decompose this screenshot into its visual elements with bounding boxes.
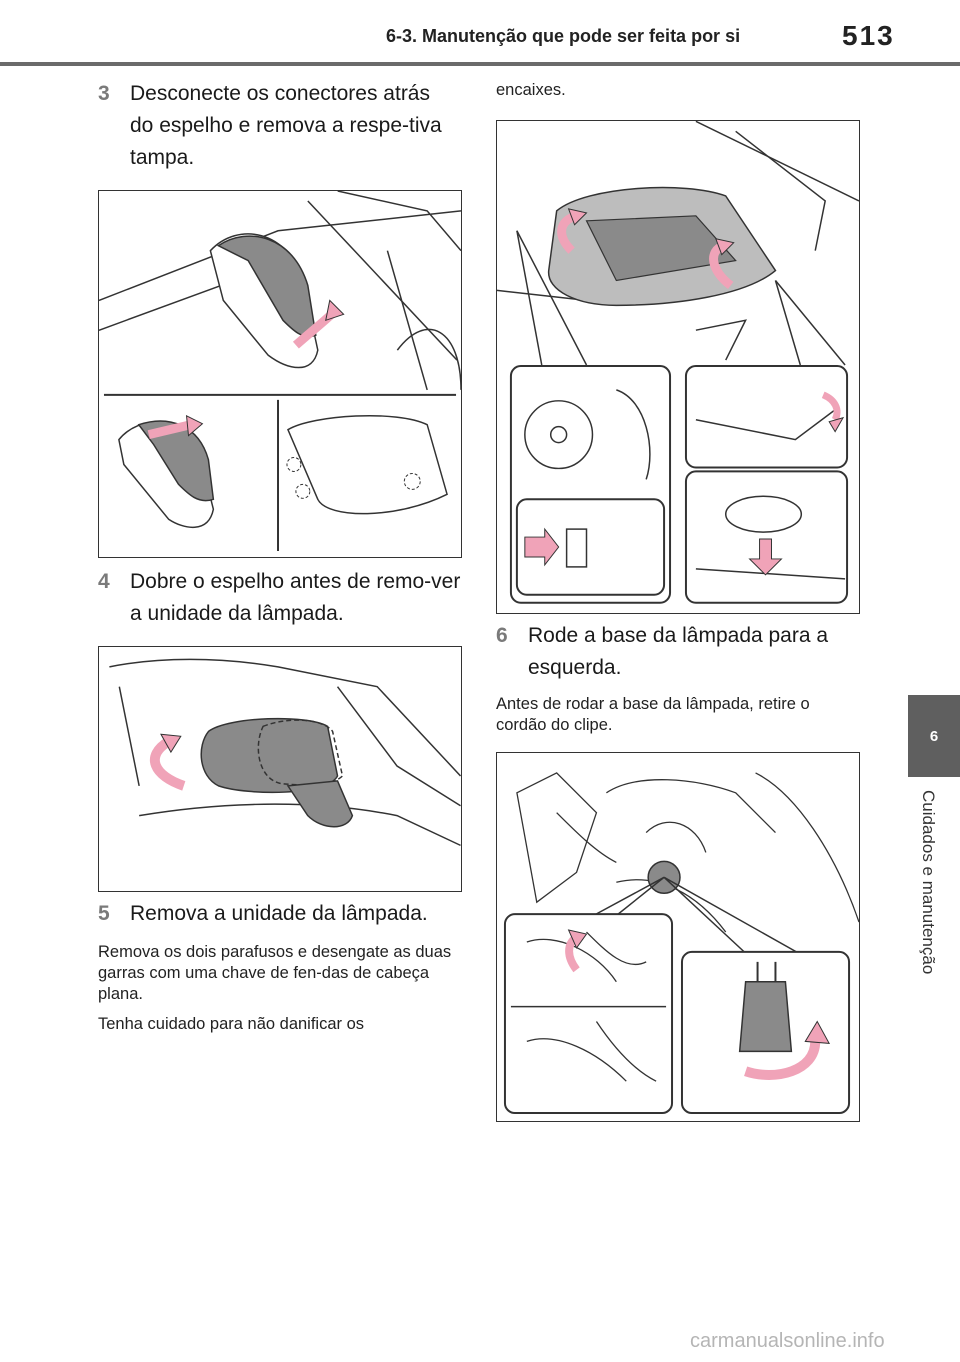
header-divider [0, 62, 960, 66]
step-6: 6 Rode a base da lâmpada para a esquerda… [496, 620, 860, 684]
step-number: 4 [98, 570, 110, 593]
step-3: 3 Desconecte os conectores atrás do espe… [98, 78, 458, 174]
step-text: Rode a base da lâmpada para a esquerda. [528, 624, 829, 679]
mirror-cover-illustration [99, 191, 461, 552]
section-title: 6-3. Manutenção que pode ser feita por s… [386, 26, 741, 46]
step6-note: Antes de rodar a base da lâmpada, retire… [496, 695, 810, 734]
step-4: 4 Dobre o espelho antes de remo-ver a un… [98, 566, 462, 630]
step-number: 6 [496, 624, 508, 647]
step-text: Dobre o espelho antes de remo-ver a unid… [130, 570, 461, 625]
figure-mirror-cover [98, 190, 462, 558]
figure-fold-mirror [98, 646, 462, 892]
step-5: 5 Remova a unidade da lâmpada. [98, 898, 462, 930]
step-number: 3 [98, 82, 110, 105]
step-text: Desconecte os conectores atrás do espelh… [130, 82, 442, 169]
step5-note-caution: Tenha cuidado para não danificar os [98, 1015, 365, 1033]
lamp-unit-illustration [497, 121, 859, 604]
figure-remove-lamp-unit [496, 120, 860, 614]
step-number: 5 [98, 902, 110, 925]
chapter-tab: 6 [908, 695, 960, 777]
step5-note-tools: Remova os dois parafusos e desengate as … [98, 943, 452, 1003]
fold-mirror-illustration [109, 658, 461, 847]
chapter-label: Cuidados e manutenção [919, 790, 938, 975]
bulb-base-illustration [503, 772, 859, 1115]
step-text: Remova a unidade da lâmpada. [130, 902, 428, 925]
figure-rotate-bulb-base [496, 752, 860, 1122]
page-number: 513 [842, 20, 895, 51]
footer-watermark: carmanualsonline.info [690, 1330, 885, 1352]
step5-note-continued: encaixes. [496, 81, 566, 99]
